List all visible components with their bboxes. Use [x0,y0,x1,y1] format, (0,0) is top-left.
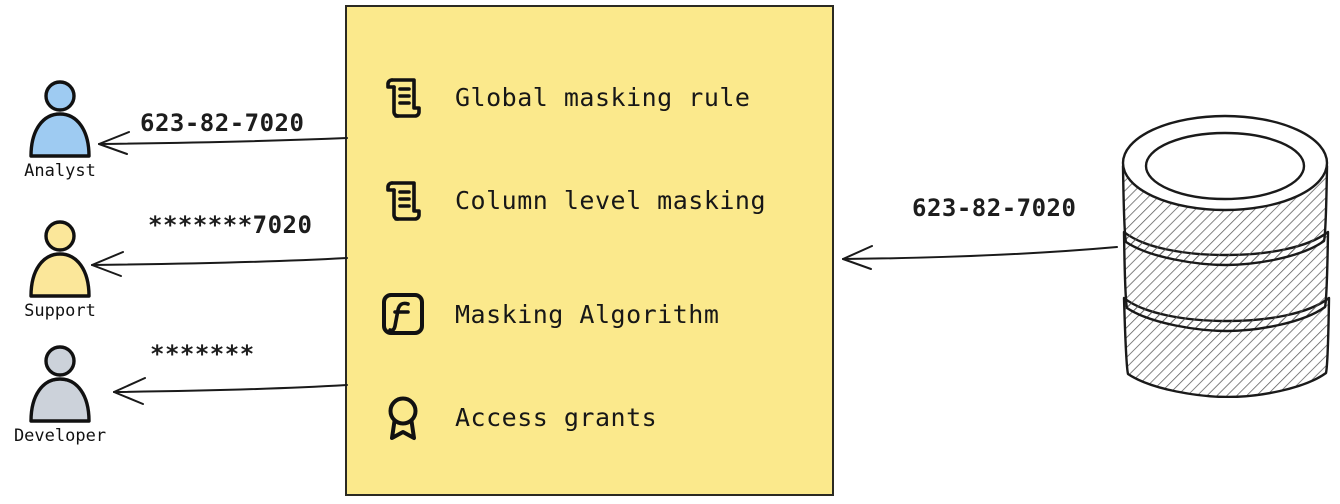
scroll-icon [377,71,429,123]
policy-row-label: Access grants [455,402,658,432]
policy-row-column-level-masking[interactable]: Column level masking [377,170,766,230]
arrow-policy-to-analyst [98,131,348,155]
policy-row-label: Column level masking [455,185,767,215]
flow-label-analyst: 623-82-7020 [140,109,305,137]
policy-row-masking-algorithm[interactable]: Masking Algorithm [377,284,719,344]
function-icon [377,288,429,340]
arrow-database-to-policy [842,245,1118,270]
actor-label: Analyst [24,161,96,181]
person-icon [29,220,91,298]
scroll-icon [377,174,429,226]
policy-row-global-masking-rule[interactable]: Global masking rule [377,67,750,127]
policy-box: Global masking rule Column level masking [345,5,834,496]
database-icon [1121,114,1331,398]
person-icon [29,80,91,158]
flow-label-support: *******7020 [148,211,313,239]
policy-row-label: Global masking rule [455,82,751,112]
policy-row-label: Masking Algorithm [455,299,720,329]
award-icon [377,391,429,443]
actor-developer[interactable]: Developer [0,343,120,446]
policy-row-access-grants[interactable]: Access grants [377,387,657,447]
actor-support[interactable]: Support [0,218,120,321]
actor-label: Developer [13,426,107,446]
flow-label-developer: ******* [150,340,255,368]
flow-label-database: 623-82-7020 [912,194,1077,222]
person-icon [29,345,91,423]
arrow-policy-to-developer [113,377,348,405]
actor-label: Support [24,301,96,321]
actor-analyst[interactable]: Analyst [0,78,120,181]
arrow-policy-to-support [91,251,348,277]
